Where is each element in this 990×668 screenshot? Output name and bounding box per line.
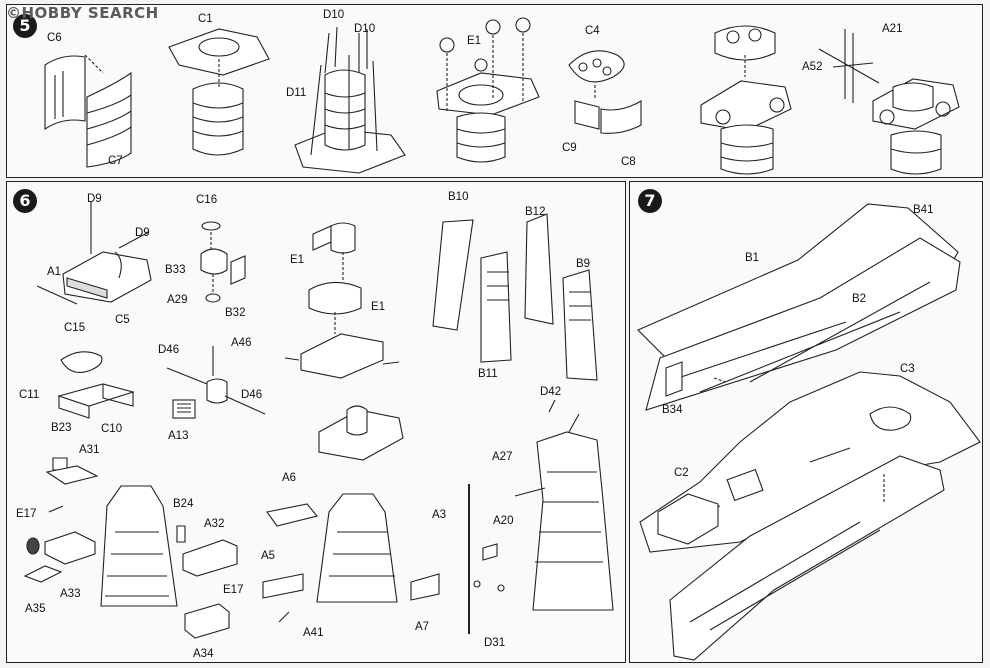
step-7-number: 7 (638, 189, 662, 213)
step-7-panel: 7 B41 B1 B2 B34 C3 C2 (629, 181, 983, 663)
part-b9-b10-b11-b12-assembly (432, 213, 598, 381)
label-a27: A27 (492, 451, 513, 463)
label-e17-b: E17 (223, 584, 244, 596)
label-b41: B41 (913, 204, 934, 216)
label-b34: B34 (662, 404, 683, 416)
step-6-number: 6 (13, 189, 37, 213)
label-d9-b: D9 (135, 227, 150, 239)
part-hull-sides-assembly (637, 203, 961, 411)
label-a3: A3 (432, 509, 447, 521)
label-d11: D11 (286, 87, 307, 99)
label-d9-a: D9 (87, 193, 102, 205)
label-a20: A20 (493, 515, 514, 527)
label-c1: C1 (198, 13, 213, 25)
label-c2: C2 (674, 467, 689, 479)
part-a21-a52-assembly (818, 29, 960, 175)
part-center-tower-assembly (262, 405, 440, 623)
label-a32: A32 (204, 518, 225, 530)
part-left-tower-assembly (100, 485, 238, 639)
step-7-drawing (637, 203, 981, 661)
label-a34: A34 (193, 648, 214, 660)
label-b23: B23 (51, 422, 72, 434)
label-a13: A13 (168, 430, 189, 442)
hobby-search-logo: ©HOBBY SEARCH (6, 4, 159, 22)
label-e1-a: E1 (467, 35, 482, 47)
label-c9: C9 (562, 142, 577, 154)
part-bridge-cylinder-assembly (700, 25, 792, 175)
step-5-drawing (44, 17, 960, 175)
step-5-number: 5 (13, 14, 37, 38)
label-d46-b: D46 (241, 389, 263, 401)
part-right-mast-assembly (468, 399, 614, 634)
label-a7: A7 (415, 621, 430, 633)
label-d10-a: D10 (323, 9, 345, 21)
label-d42: D42 (540, 386, 562, 398)
label-a29: A29 (167, 294, 188, 306)
label-c6: C6 (47, 32, 62, 44)
label-b10: B10 (448, 191, 469, 203)
label-d10-b: D10 (354, 23, 376, 35)
label-c3: C3 (900, 363, 915, 375)
label-e1-c: E1 (371, 301, 386, 313)
label-b1: B1 (745, 252, 760, 264)
label-c10: C10 (101, 423, 123, 435)
label-b33: B33 (165, 264, 186, 276)
part-c4-c8-c9-assembly (568, 50, 642, 134)
label-a21: A21 (882, 23, 903, 35)
part-c10-c11-c15-assembly (57, 351, 135, 419)
label-e17-a: E17 (16, 508, 37, 520)
label-c16: C16 (196, 194, 218, 206)
part-c16-b32-b33-a29-assembly (200, 221, 246, 303)
part-e1-bridge-top-assembly (284, 222, 400, 379)
label-d31: D31 (484, 637, 506, 649)
label-c11: C11 (19, 389, 40, 401)
label-c8: C8 (621, 156, 636, 168)
label-a1: A1 (47, 266, 62, 278)
label-a46: A46 (231, 337, 252, 349)
label-b9: B9 (576, 258, 591, 270)
part-d46-a46-a13-assembly (166, 346, 266, 419)
label-a6: A6 (282, 472, 297, 484)
step-6-drawing (23, 202, 614, 639)
part-b23-a31-a33-a35-assembly (23, 457, 99, 583)
label-b11: B11 (478, 368, 498, 380)
label-a35: A35 (25, 603, 46, 615)
label-a5: A5 (261, 550, 276, 562)
part-e1-assembly (436, 17, 540, 163)
step-6-panel: 6 (6, 181, 626, 663)
label-a41: A41 (303, 627, 324, 639)
label-a31: A31 (79, 444, 100, 456)
part-c6-c7-assembly (44, 54, 132, 168)
label-a52: A52 (802, 61, 823, 73)
part-c1-assembly (168, 28, 270, 156)
label-b32: B32 (225, 307, 246, 319)
part-c2-lower-hull (657, 455, 945, 661)
step-5-panel: 5 (6, 4, 983, 178)
label-c5: C5 (115, 314, 130, 326)
label-a33: A33 (60, 588, 81, 600)
label-c15: C15 (64, 322, 86, 334)
label-b24: B24 (173, 498, 194, 510)
part-d10-d11-assembly (294, 26, 406, 174)
label-c7: C7 (108, 155, 123, 167)
label-d46-a: D46 (158, 344, 180, 356)
label-c4: C4 (585, 25, 600, 37)
part-a1-c5-d9-assembly (36, 202, 152, 305)
label-e1-b: E1 (290, 254, 305, 266)
label-b12: B12 (525, 206, 546, 218)
label-b2: B2 (852, 293, 867, 305)
